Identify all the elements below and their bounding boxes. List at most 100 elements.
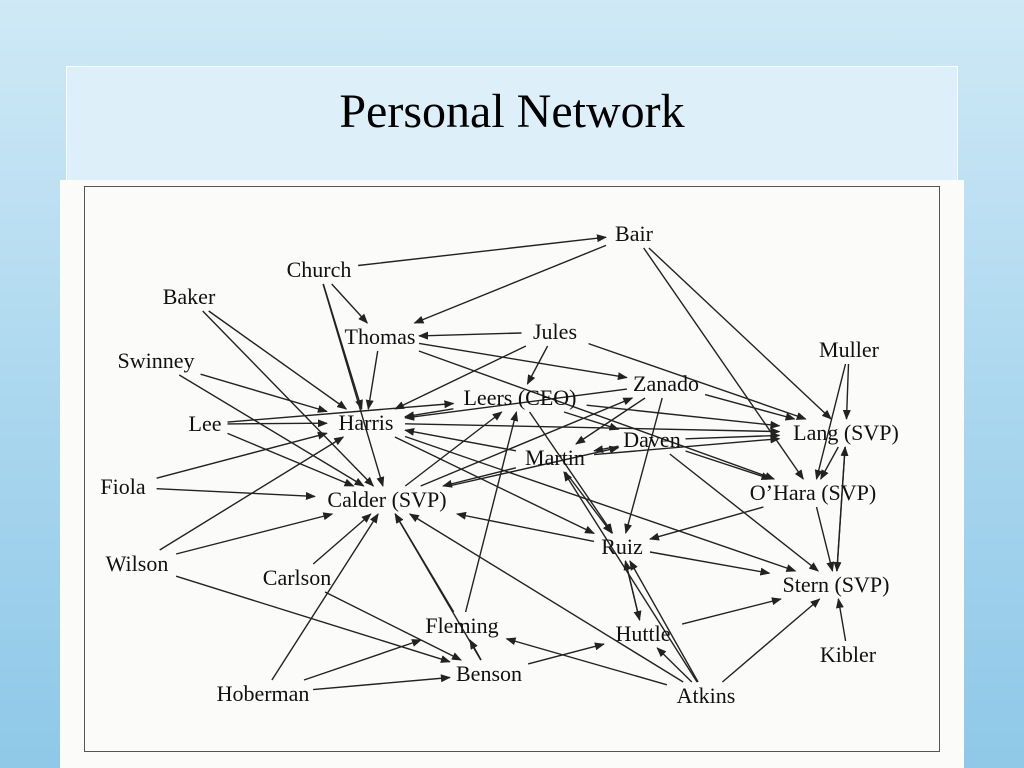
edge-leers-to-daven [563,411,620,431]
edge-huttle-to-stern [681,597,782,625]
node-swinney: Swinney [118,348,195,373]
edge-wilson-to-calder [175,512,334,555]
node-lee: Lee [189,411,222,436]
edge-hoberman-to-fleming [303,639,422,681]
edge-benson-to-calder [394,513,482,661]
node-atkins: Atkins [677,683,736,708]
edge-carlson-to-benson [324,591,462,661]
edge-atkins-to-martin [563,471,698,683]
edge-fiola-to-calder [156,488,316,500]
edge-calder-to-zanado [420,397,634,487]
edge-lee-to-leers [227,400,455,423]
edge-baker-to-harris [208,310,348,410]
edge-zanado-to-lang [704,393,796,421]
slide-title: Personal Network [339,85,685,138]
edge-thomas-to-zanado [418,342,628,381]
edge-muller-to-lang [842,363,851,420]
edge-martin-to-ruiz [564,471,613,534]
edge-zanado-to-ruiz [624,397,663,534]
edge-martin-to-lang [594,435,781,456]
edge-zanado-to-harris [404,388,627,421]
node-hoberman: Hoberman [217,681,310,706]
node-fiola: Fiola [100,474,145,499]
node-jules: Jules [533,319,577,344]
edge-jules-to-thomas [418,331,522,340]
edge-stern-to-lang [836,446,849,572]
edge-baker-to-calder [202,310,374,487]
edge-jules-to-lang [588,342,807,420]
node-ohara: O’Hara (SVP) [750,480,876,505]
edge-hoberman-to-calder [271,513,379,681]
edge-swinney-to-calder [178,374,365,487]
node-fleming: Fleming [425,613,498,638]
edge-bair-to-thomas [413,244,607,324]
node-huttle: Huttle [616,621,671,646]
node-church: Church [287,257,352,282]
edge-atkins-to-fleming [505,637,668,686]
node-kibler: Kibler [820,642,877,667]
edge-calder-to-leers [404,411,503,487]
edge-fiola-to-harris [156,431,328,479]
edge-bair-to-lang [648,247,832,420]
edge-lang-to-ohara [820,446,839,480]
edge-leers-to-harris [404,408,454,420]
edge-ohara-to-ruiz [649,506,764,541]
edge-jules-to-harris [394,345,527,410]
edge-atkins-to-calder [408,513,684,683]
edge-church-to-thomas [331,283,368,324]
edge-wilson-to-benson [175,575,451,663]
edge-harris-to-ruiz [394,436,595,535]
node-stern: Stern (SVP) [783,572,890,597]
edges-layer [156,234,851,691]
title-box [66,66,958,186]
edge-daven-to-lang [685,431,781,440]
edge-carlson-to-calder [312,513,372,565]
node-wilson: Wilson [106,551,169,576]
edge-hoberman-to-benson [313,674,451,691]
edge-lee-to-calder [227,432,355,487]
edge-ruiz-to-stern [649,551,771,576]
edge-wilson-to-harris [159,436,345,551]
edge-harris-to-lang [405,423,781,436]
edge-harris-to-stern [404,435,797,572]
node-lang: Lang (SVP) [793,420,899,445]
node-thomas: Thomas [345,324,416,349]
node-calder: Calder (SVP) [327,487,446,512]
edge-thomas-to-ohara [418,350,776,480]
edge-jules-to-leers [526,345,549,385]
edge-benson-to-huttle [527,642,605,665]
edge-atkins-to-ruiz [629,560,699,683]
node-harris: Harris [339,410,394,435]
edge-kibler-to-stern [835,598,847,642]
node-martin: Martin [525,445,585,470]
node-daven: Daven [623,427,680,452]
edge-church-to-bair [358,234,607,267]
edge-church-to-harris [322,283,363,410]
edge-zanado-to-martin [575,397,646,445]
edge-ohara-to-stern [815,506,835,572]
node-benson: Benson [456,661,522,686]
edge-huttle-to-ruiz [623,560,641,621]
edge-ruiz-to-calder [456,511,595,543]
node-carlson: Carlson [263,565,331,590]
node-muller: Muller [819,337,880,362]
edge-atkins-to-stern [721,598,821,683]
network-figure-frame [84,186,940,752]
node-zanado: Zanado [633,371,699,396]
node-ruiz: Ruiz [601,534,643,559]
edge-leers-to-ruiz [529,411,613,534]
edge-martin-to-harris [404,427,517,452]
edge-atkins-to-huttle [656,647,693,683]
edge-leers-to-lang [586,404,781,429]
edge-swinney-to-harris [200,373,328,413]
node-leers: Leers (CEO) [463,385,576,410]
edge-fleming-to-leers [464,411,519,613]
edge-lee-to-harris [227,419,328,428]
node-bair: Bair [615,221,654,246]
edge-thomas-to-harris [365,350,379,410]
edge-muller-to-ohara [814,363,847,480]
edge-calder-to-daven [448,445,620,487]
